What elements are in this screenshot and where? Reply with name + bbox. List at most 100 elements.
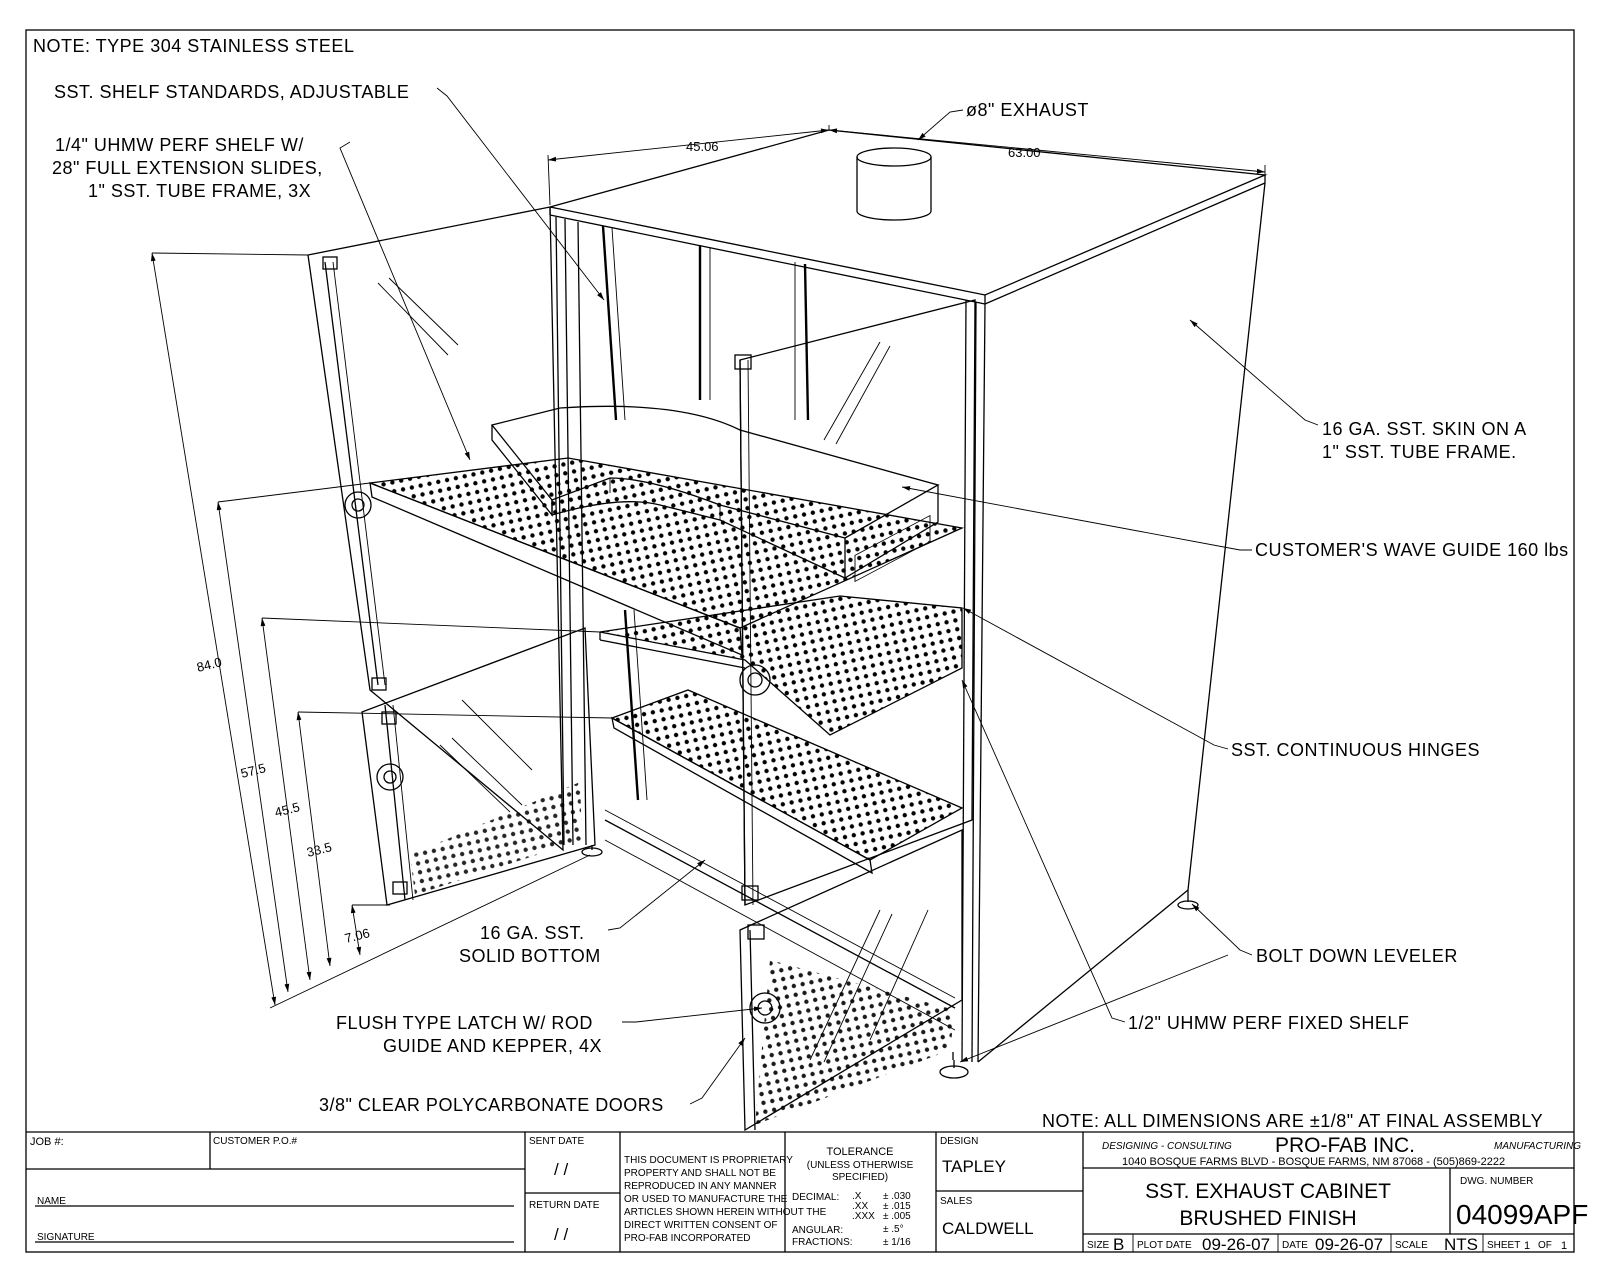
sent-date-label: SENT DATE	[529, 1136, 585, 1147]
company-right-tag: MANUFACTURING	[1494, 1141, 1581, 1152]
upper-left-door	[307, 206, 564, 852]
callout-leveler: BOLT DOWN LEVELER	[1256, 946, 1458, 966]
scale-value: NTS	[1444, 1235, 1478, 1254]
callout-latch-line2: GUIDE AND KEPPER, 4X	[383, 1036, 602, 1056]
design-value: TAPLEY	[942, 1157, 1006, 1176]
dim-h3: 33.5	[305, 839, 333, 860]
design-label: DESIGN	[940, 1136, 978, 1147]
dim-depth: 63.00	[1008, 145, 1041, 160]
drawing-title-line1: SST. EXHAUST CABINET	[1145, 1180, 1391, 1203]
callout-doors: 3/8" CLEAR POLYCARBONATE DOORS	[319, 1095, 664, 1115]
company-name: PRO-FAB INC.	[1275, 1134, 1415, 1157]
plot-date-label: PLOT DATE	[1137, 1240, 1192, 1251]
svg-text:OR USED TO MANUFACTURE THE: OR USED TO MANUFACTURE THE	[624, 1194, 788, 1205]
wave-guide	[490, 405, 940, 583]
exhaust-stack	[856, 147, 932, 221]
job-label: JOB #:	[30, 1136, 64, 1148]
dim-width: 45.06	[686, 139, 719, 154]
dim-height: 84.0	[195, 654, 223, 675]
callout-latch-line1: FLUSH TYPE LATCH W/ ROD	[336, 1013, 593, 1033]
svg-text:.XXX: .XXX	[852, 1211, 875, 1222]
dim-h1: 57.5	[239, 760, 267, 781]
sheet-of: OF	[1538, 1240, 1552, 1251]
dim-h4: 7.06	[343, 925, 371, 946]
svg-text:± 1/16: ± 1/16	[883, 1237, 911, 1248]
drawing-title-line2: BRUSHED FINISH	[1179, 1207, 1356, 1230]
latch-icon	[749, 992, 781, 1024]
callout-shelf-standards: SST. SHELF STANDARDS, ADJUSTABLE	[54, 82, 409, 102]
callout-perf-shelf-line3: 1" SST. TUBE FRAME, 3X	[88, 181, 311, 201]
fixed-bottom-shelf	[604, 809, 956, 1125]
callout-skin-line2: 1" SST. TUBE FRAME.	[1322, 442, 1517, 462]
svg-text:± .5°: ± .5°	[883, 1224, 904, 1235]
latch-icon	[376, 763, 404, 791]
lower-perf-shelf	[610, 689, 964, 875]
sent-date-value: / /	[554, 1160, 568, 1179]
sales-label: SALES	[940, 1196, 973, 1207]
callout-perf-shelf-line1: 1/4" UHMW PERF SHELF W/	[55, 135, 304, 155]
svg-text:± .005: ± .005	[883, 1211, 911, 1222]
svg-text:FRACTIONS:: FRACTIONS:	[792, 1237, 853, 1248]
right-skin-front-edge	[977, 303, 986, 1063]
sheet-total: 1	[1561, 1240, 1567, 1252]
dimensions-note: NOTE: ALL DIMENSIONS ARE ±1/8" AT FINAL …	[1042, 1111, 1543, 1131]
svg-text:DECIMAL:: DECIMAL:	[792, 1192, 839, 1203]
lower-left-door	[361, 627, 596, 906]
svg-text:ARTICLES SHOWN HEREIN WITHOUT: ARTICLES SHOWN HEREIN WITHOUT THE	[624, 1207, 827, 1218]
svg-text:± .030: ± .030	[883, 1191, 911, 1202]
svg-text:REPRODUCED IN ANY MANNER: REPRODUCED IN ANY MANNER	[624, 1181, 777, 1192]
svg-text:PROPERTY AND SHALL NOT BE: PROPERTY AND SHALL NOT BE	[624, 1168, 776, 1179]
name-label: NAME	[37, 1196, 66, 1207]
dwg-number: 04099APF	[1456, 1199, 1588, 1230]
cabinet-top	[549, 129, 1268, 296]
callout-perf-shelf-line2: 28" FULL EXTENSION SLIDES,	[52, 158, 323, 178]
bolt-down-levelers	[581, 845, 1199, 1079]
callout-exhaust: ø8" EXHAUST	[966, 100, 1089, 120]
callout-wave-guide: CUSTOMER'S WAVE GUIDE 160 lbs	[1255, 540, 1569, 560]
scale-label: SCALE	[1395, 1240, 1428, 1251]
company-address: 1040 BOSQUE FARMS BLVD - BOSQUE FARMS, N…	[1122, 1156, 1505, 1168]
size-label: SIZE	[1087, 1240, 1110, 1251]
latch-icon	[344, 491, 372, 519]
svg-text:SPECIFIED): SPECIFIED)	[832, 1172, 888, 1183]
signature-label: SIGNATURE	[37, 1232, 95, 1243]
sheet-label: SHEET	[1487, 1240, 1520, 1251]
svg-text:.XX: .XX	[852, 1201, 868, 1212]
svg-text:(UNLESS OTHERWISE: (UNLESS OTHERWISE	[807, 1160, 914, 1171]
sheet-value: 1	[1524, 1240, 1530, 1252]
date-value: 09-26-07	[1315, 1235, 1383, 1254]
callout-bottom-line2: SOLID BOTTOM	[459, 946, 601, 966]
callout-fixed-shelf: 1/2" UHMW PERF FIXED SHELF	[1128, 1013, 1409, 1033]
proprietary-notice: THIS DOCUMENT IS PROPRIETARY PROPERTY AN…	[624, 1155, 827, 1244]
dwg-number-label: DWG. NUMBER	[1460, 1176, 1533, 1187]
plot-date-value: 09-26-07	[1202, 1235, 1270, 1254]
svg-text:TOLERANCE: TOLERANCE	[826, 1146, 893, 1158]
dimension-lines	[150, 125, 1266, 1009]
sheet-border	[25, 29, 1575, 1253]
return-date-label: RETURN DATE	[529, 1200, 600, 1211]
svg-text:ANGULAR:: ANGULAR:	[792, 1225, 843, 1236]
callout-bottom-line1: 16 GA. SST.	[480, 923, 585, 943]
svg-text:THIS DOCUMENT IS PROPRIETARY: THIS DOCUMENT IS PROPRIETARY	[624, 1155, 793, 1166]
cabinet-drawing	[151, 129, 1268, 1132]
bottom-front-door	[739, 828, 963, 1132]
front-right-door	[734, 299, 976, 906]
middle-perf-shelf	[599, 595, 963, 736]
svg-text:± .015: ± .015	[883, 1201, 911, 1212]
tolerance-block: TOLERANCE (UNLESS OTHERWISE SPECIFIED) D…	[792, 1146, 914, 1248]
date-label: DATE	[1282, 1240, 1308, 1251]
svg-text:.X: .X	[852, 1191, 862, 1202]
callout-hinges: SST. CONTINUOUS HINGES	[1231, 740, 1480, 760]
svg-text:DIRECT WRITTEN CONSENT OF: DIRECT WRITTEN CONSENT OF	[624, 1220, 778, 1231]
callout-skin-line1: 16 GA. SST. SKIN ON A	[1322, 419, 1527, 439]
return-date-value: / /	[554, 1225, 568, 1244]
customer-po-label: CUSTOMER P.O.#	[213, 1136, 298, 1147]
material-note: NOTE: TYPE 304 STAINLESS STEEL	[33, 36, 354, 56]
title-block	[26, 1131, 1574, 1252]
callout-leaders	[339, 87, 1319, 1105]
sales-value: CALDWELL	[942, 1219, 1034, 1238]
latch-icon	[739, 664, 771, 696]
company-left-tag: DESIGNING - CONSULTING	[1102, 1141, 1232, 1152]
svg-text:PRO-FAB INCORPORATED: PRO-FAB INCORPORATED	[624, 1233, 751, 1244]
